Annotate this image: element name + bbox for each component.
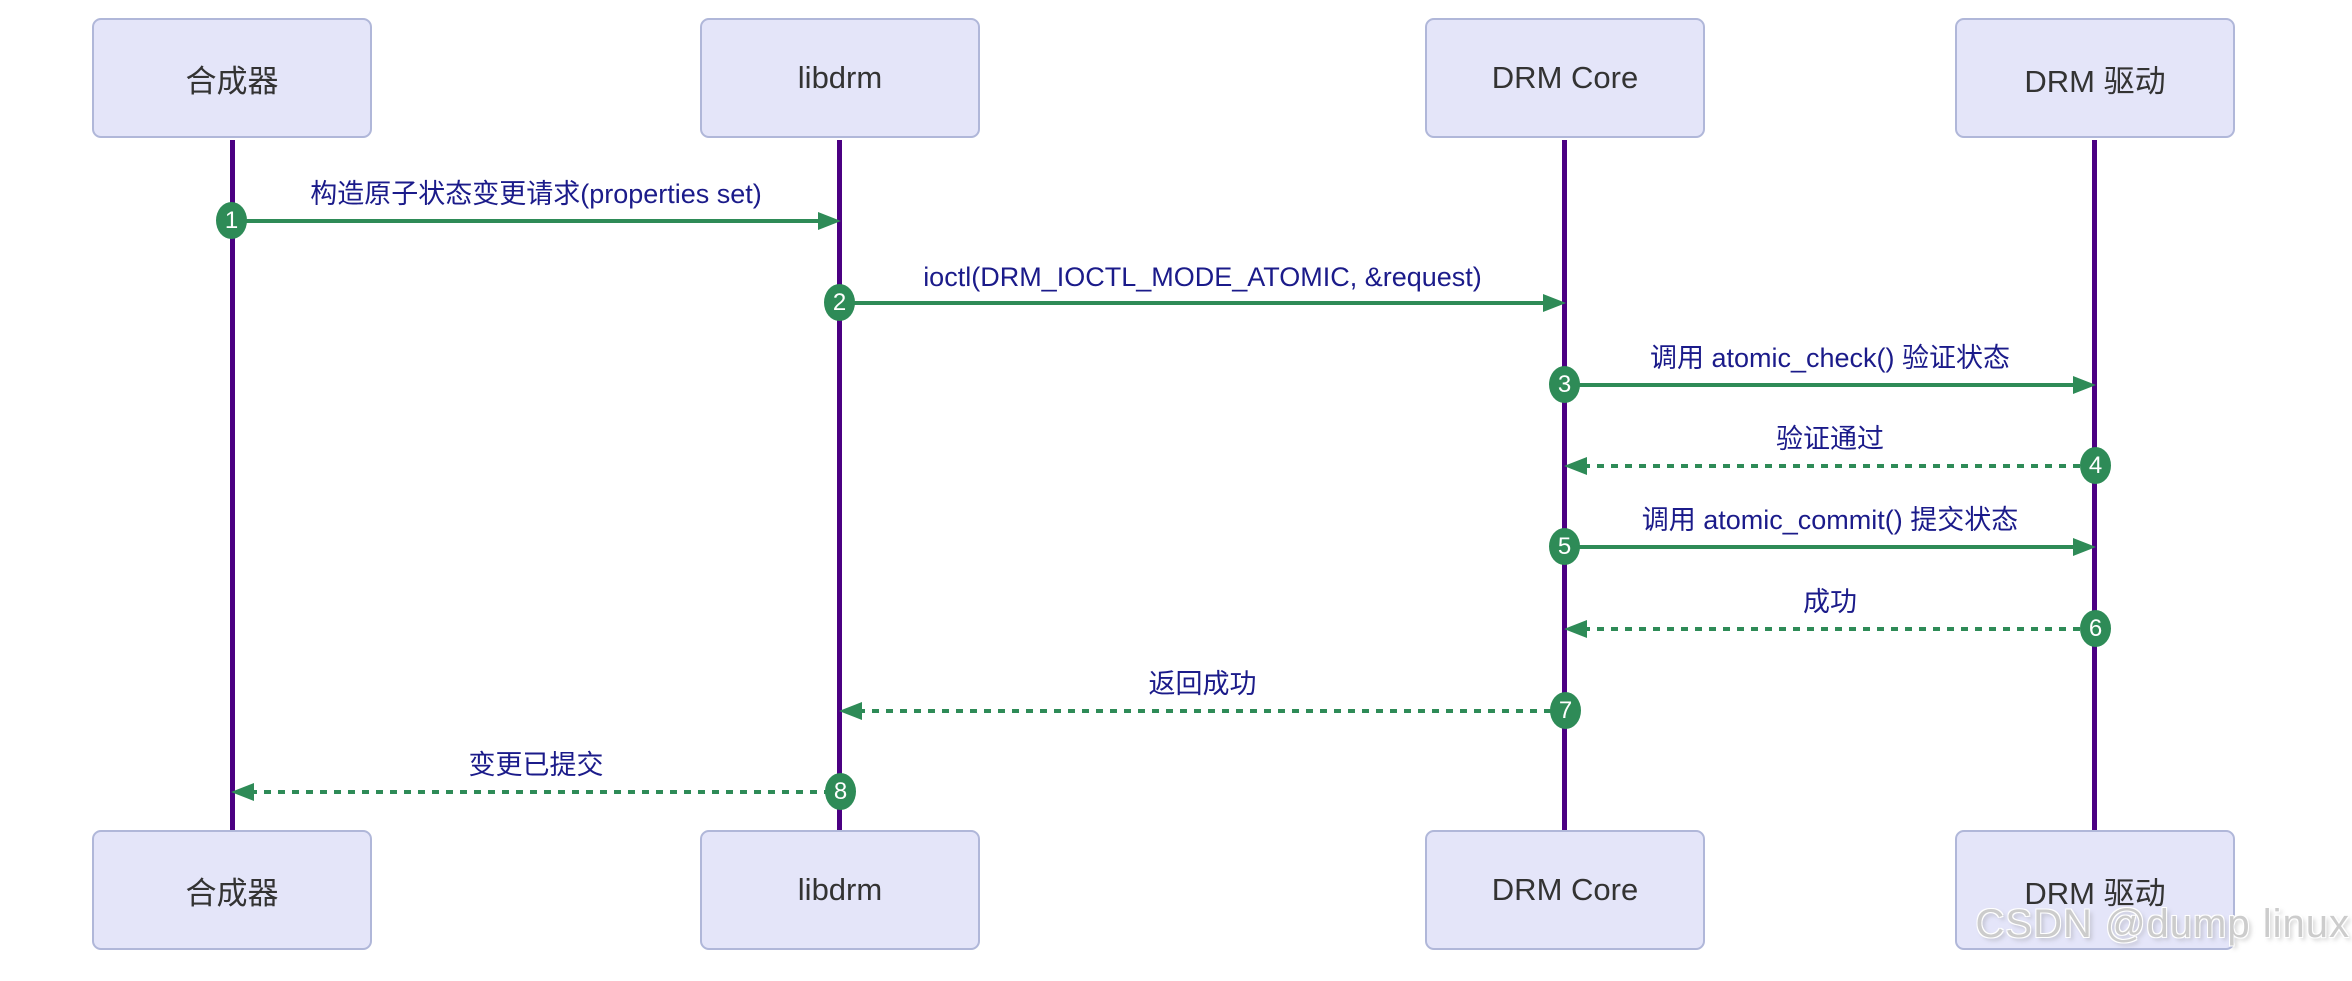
actor-box-drm-core-bottom: DRM Core [1425, 830, 1705, 950]
arrowhead-left-icon [1564, 620, 1587, 638]
actor-label-drm-driver: DRM 驱动 [2024, 63, 2166, 99]
sequence-number-badge: 5 [1549, 528, 1580, 565]
message-1-line [246, 219, 824, 223]
actor-label-drm-core: DRM Core [1491, 872, 1639, 907]
arrowhead-right-icon [2073, 538, 2096, 556]
actor-label-libdrm: libdrm [797, 872, 883, 907]
arrowhead-left-icon [231, 783, 254, 801]
actor-label-drm-driver: DRM 驱动 [2024, 875, 2166, 911]
message-4-line [1583, 464, 2081, 468]
sequence-number-badge: 7 [1550, 692, 1581, 729]
arrowhead-left-icon [1564, 457, 1587, 475]
actor-box-drm-driver-bottom: DRM 驱动 [1955, 830, 2235, 950]
actor-label-compositor: 合成器 [185, 63, 279, 99]
sequence-number-badge: 4 [2080, 447, 2111, 484]
message-2-line [854, 301, 1549, 305]
actor-box-compositor-bottom: 合成器 [92, 830, 372, 950]
lifeline-libdrm [837, 140, 842, 830]
arrowhead-right-icon [2073, 376, 2096, 394]
message-8-label: 变更已提交 [468, 750, 604, 780]
message-8: 变更已提交 8 [231, 750, 856, 810]
message-2: ioctl(DRM_IOCTL_MODE_ATOMIC, &request) 2 [824, 262, 1566, 321]
message-4: 验证通过 4 [1564, 424, 2111, 484]
lifeline-compositor [230, 140, 235, 830]
message-6-line [1583, 627, 2081, 631]
actor-box-compositor-top: 合成器 [92, 18, 372, 138]
message-1: 构造原子状态变更请求(properties set) 1 [216, 179, 841, 239]
arrowhead-left-icon [839, 702, 862, 720]
message-3: 调用 atomic_check() 验证状态 3 [1549, 343, 2096, 403]
arrowhead-right-icon [818, 212, 841, 230]
message-7: 返回成功 7 [839, 669, 1581, 729]
actor-box-libdrm-bottom: libdrm [700, 830, 980, 950]
actor-box-drm-driver-top: DRM 驱动 [1955, 18, 2235, 138]
actor-label-drm-core: DRM Core [1491, 60, 1639, 95]
actor-label-compositor: 合成器 [185, 875, 279, 911]
message-7-label: 返回成功 [1148, 669, 1257, 699]
sequence-number-badge: 6 [2080, 610, 2111, 647]
message-6-label: 成功 [1803, 587, 1857, 617]
lifeline-drm-driver [2092, 140, 2097, 830]
message-3-line [1579, 383, 2079, 387]
sequence-number-badge: 8 [825, 773, 856, 810]
message-5-label: 调用 atomic_commit() 提交状态 [1641, 505, 2019, 535]
message-6: 成功 6 [1564, 587, 2111, 647]
sequence-number-badge: 3 [1549, 366, 1580, 403]
message-2-label: ioctl(DRM_IOCTL_MODE_ATOMIC, &request) [923, 262, 1482, 292]
sequence-number-badge: 2 [824, 284, 855, 321]
actor-box-drm-core-top: DRM Core [1425, 18, 1705, 138]
arrowhead-right-icon [1543, 294, 1566, 312]
lifeline-drm-core [1562, 140, 1567, 830]
message-4-label: 验证通过 [1776, 424, 1884, 454]
sequence-number-badge: 1 [216, 202, 247, 239]
message-8-line [250, 790, 826, 794]
message-7-line [858, 709, 1551, 713]
message-3-label: 调用 atomic_check() 验证状态 [1649, 343, 2011, 373]
message-5-line [1579, 545, 2079, 549]
actor-label-libdrm: libdrm [797, 60, 883, 95]
actor-box-libdrm-top: libdrm [700, 18, 980, 138]
message-5: 调用 atomic_commit() 提交状态 5 [1549, 505, 2096, 565]
message-1-label: 构造原子状态变更请求(properties set) [310, 179, 762, 209]
